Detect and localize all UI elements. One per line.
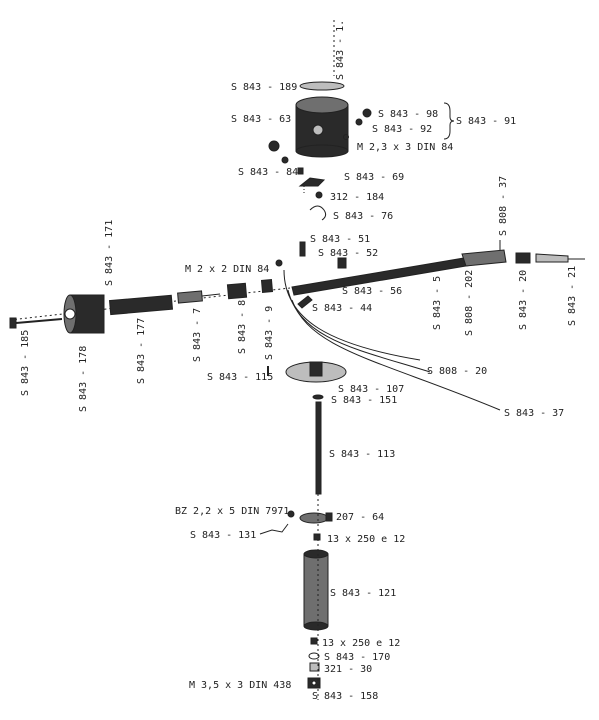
label-s843-92: S 843 - 92: [372, 124, 432, 135]
washer-189: [299, 81, 345, 91]
label-s843-21: S 843 - 21: [567, 266, 578, 326]
label-s843-107: S 843 - 107: [338, 384, 404, 395]
label-s843-189: S 843 - 189: [231, 82, 297, 93]
label-s843-177: S 843 - 177: [136, 318, 147, 384]
label-s843-98: S 843 - 98: [378, 109, 438, 120]
nut-left: [268, 140, 280, 152]
label-s843-131: S 843 - 131: [190, 530, 256, 541]
ring-9: [260, 279, 274, 293]
screw-bz: [287, 510, 295, 518]
label-s843-1: S 843 - 1.: [335, 20, 346, 80]
switch-56: [337, 257, 347, 269]
label-bz: BZ 2,2 x 5 DIN 7971: [175, 506, 289, 517]
wire-843-37: [291, 299, 501, 411]
label-s843-44: S 843 - 44: [312, 303, 372, 314]
wire-808-20: [283, 269, 421, 361]
label-s843-63: S 843 - 63: [231, 114, 291, 125]
label-s843-8: S 843 - 8: [237, 300, 248, 354]
label-m23x3: M 2,3 x 3 DIN 84: [357, 142, 453, 153]
spring-321-30: [309, 662, 320, 672]
clamp-207-64: [299, 512, 333, 524]
label-s843-158: S 843 - 158: [312, 691, 378, 702]
pin-13x250-b: [310, 637, 318, 645]
label-m35x3: M 3,5 x 3 DIN 438: [189, 680, 291, 691]
label-s843-115: S 843 - 115: [207, 372, 273, 383]
label-s843-170: S 843 - 170: [324, 652, 390, 663]
label-s843-113: S 843 - 113: [329, 449, 395, 460]
label-m2x2: M 2 x 2 DIN 84: [185, 264, 269, 275]
washer-92: [355, 118, 363, 126]
label-s843-56: S 843 - 56: [342, 286, 402, 297]
screw-51: [299, 241, 306, 257]
bush-8: [226, 282, 248, 300]
label-s843-178: S 843 - 178: [78, 346, 89, 412]
horn-cap-63: [295, 96, 349, 158]
parts-drawing: [9, 20, 585, 700]
label-s808-20: S 808 - 20: [427, 366, 487, 377]
label-s843-84: S 843 - 84: [238, 167, 298, 178]
label-s808-37: S 808 - 37: [498, 176, 509, 236]
shaft-113: [315, 401, 322, 495]
screw-m2: [275, 259, 283, 267]
label-13x250-a: 13 x 250 e 12: [327, 534, 405, 545]
label-s843-9: S 843 - 9: [264, 306, 275, 360]
part-184: [315, 191, 323, 199]
label-s843-5: S 843 - 5: [432, 276, 443, 330]
spring-7: [177, 290, 203, 304]
lower-tube-121: [303, 549, 329, 631]
spring-131: [259, 523, 289, 535]
ring-170: [308, 652, 320, 660]
label-s843-37: S 843 - 37: [504, 408, 564, 419]
labels: S 843 - 1. S 843 - 189 S 843 - 63 S 843 …: [20, 20, 578, 702]
label-s843-91: S 843 - 91: [456, 116, 516, 127]
label-s843-76: S 843 - 76: [333, 211, 393, 222]
screw-m23: [343, 134, 349, 140]
label-s843-171: S 843 - 171: [104, 220, 115, 286]
label-s843-7: S 843 - 7: [192, 308, 203, 362]
label-s843-151: S 843 - 151: [331, 395, 397, 406]
label-s843-69: S 843 - 69: [344, 172, 404, 183]
label-s843-51: S 843 - 51: [310, 234, 370, 245]
label-s843-121: S 843 - 121: [330, 588, 396, 599]
label-321-30: 321 - 30: [324, 664, 372, 675]
column-tube-5: [291, 240, 585, 296]
label-207-64: 207 - 64: [336, 512, 384, 523]
label-s808-202: S 808 - 202: [464, 270, 475, 336]
spring-69: [298, 177, 326, 187]
wire-extra: [287, 289, 431, 373]
brace-91: [443, 102, 455, 140]
label-s843-185: S 843 - 185: [20, 330, 31, 396]
label-312-184: 312 - 184: [330, 192, 384, 203]
washer-151: [312, 394, 324, 400]
clip-76: [309, 205, 327, 221]
label-s843-20: S 843 - 20: [518, 270, 529, 330]
bracket-107: [285, 361, 347, 383]
lever-44: [297, 295, 313, 309]
nut-left-2: [281, 156, 289, 164]
pin-13x250-a: [313, 533, 321, 541]
label-s843-52: S 843 - 52: [318, 248, 378, 259]
bolt-185: [9, 317, 63, 329]
sleeve-177: [108, 294, 174, 316]
bearing-178: [63, 294, 105, 334]
nut-98: [362, 108, 372, 118]
label-13x250-b: 13 x 250 e 12: [322, 638, 400, 649]
contact-84: [297, 167, 304, 175]
nut-158: [307, 677, 321, 689]
